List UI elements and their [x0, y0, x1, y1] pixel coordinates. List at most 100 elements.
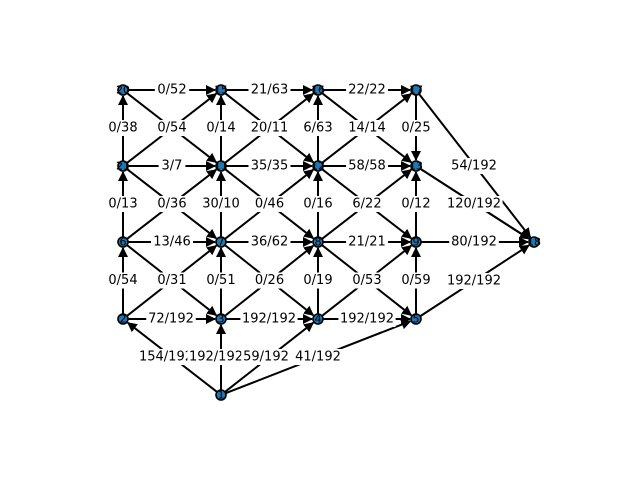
node-8: 8: [312, 236, 324, 249]
edge-label: 21/21: [348, 235, 385, 250]
edge-label-background: [154, 82, 190, 98]
edge-label-background: [248, 120, 291, 136]
edge-label: 0/38: [108, 121, 137, 136]
edge-label: 21/63: [251, 83, 288, 98]
edge-label-background: [248, 158, 291, 174]
edge-label: 0/53: [352, 273, 381, 288]
edge-label: 0/14: [206, 121, 235, 136]
node-circle: [410, 236, 422, 248]
edge-label-background: [449, 234, 499, 250]
edge-label-background: [300, 272, 336, 289]
node-16: 16: [311, 84, 325, 97]
edge-label: 41/192: [295, 350, 341, 365]
node-label: 12: [311, 160, 325, 173]
node-3: 3: [215, 313, 227, 326]
node-18: 18: [527, 236, 541, 249]
edge-label: 14/14: [348, 121, 385, 136]
edge-label: 72/192: [148, 312, 194, 327]
edge-label-background: [105, 120, 141, 136]
edge-label-background: [398, 272, 434, 289]
edge-label: 0/13: [108, 197, 137, 212]
node-4: 4: [312, 313, 324, 326]
node-12: 12: [311, 160, 325, 173]
edge-label-background: [203, 272, 239, 289]
edge-label-background: [248, 234, 291, 250]
edge-label: 80/192: [451, 235, 497, 250]
edge-label-background: [346, 158, 388, 174]
node-circle: [215, 313, 227, 325]
node-9: 9: [410, 236, 422, 249]
edge-label-background: [445, 196, 503, 212]
node-label: 15: [214, 84, 228, 97]
edge-label: 0/52: [157, 83, 186, 98]
node-5: 5: [410, 313, 422, 326]
edge-label-background: [241, 349, 291, 365]
edge-label-background: [349, 196, 385, 212]
edge-label: 0/19: [303, 273, 332, 288]
node-label: 5: [413, 313, 420, 326]
edge-label-background: [293, 349, 343, 365]
edge-label-background: [187, 349, 245, 365]
edge-label: 0/59: [401, 273, 430, 288]
edge-label: 192/192: [340, 312, 394, 327]
edge-label: 192/192: [189, 350, 243, 365]
node-21: 21: [116, 160, 130, 173]
edge-label-background: [300, 196, 336, 212]
node-7: 7: [215, 236, 227, 249]
edge-label-background: [154, 196, 190, 212]
node-label: 18: [527, 236, 541, 249]
node-2: 2: [117, 313, 129, 326]
edge-label: 22/22: [348, 83, 385, 98]
edge-label: 6/22: [352, 197, 381, 212]
edge-label-background: [137, 349, 195, 365]
edge-label: 192/192: [447, 274, 501, 289]
edge-label: 58/58: [348, 159, 385, 174]
node-label: 21: [116, 160, 130, 173]
node-11: 11: [214, 160, 228, 173]
edge-label-background: [346, 234, 388, 250]
edge-label-background: [338, 311, 396, 327]
node-circle: [528, 236, 540, 248]
edge-label-background: [240, 311, 298, 327]
node-label: 9: [413, 236, 420, 249]
node-circle: [312, 84, 324, 96]
node-circle: [117, 236, 129, 248]
node-circle: [117, 84, 129, 96]
edge-label: 154/192: [139, 350, 193, 365]
node-circle: [410, 84, 422, 96]
node-label: 11: [214, 160, 228, 173]
edge-label-background: [105, 272, 141, 289]
edge-label-background: [252, 196, 287, 212]
edge-label-background: [105, 196, 141, 212]
node-circle: [410, 313, 422, 325]
node-label: 8: [315, 236, 322, 249]
edge-label: 54/192: [451, 159, 497, 174]
edge-label: 35/35: [251, 159, 288, 174]
node-label: 20: [116, 84, 130, 97]
node-circle: [117, 160, 129, 172]
node-label: 16: [311, 84, 325, 97]
node-15: 15: [214, 84, 228, 97]
node-circle: [410, 160, 422, 172]
edge-label: 0/36: [157, 197, 186, 212]
edge-label: 36/62: [251, 235, 288, 250]
node-circle: [312, 236, 324, 248]
node-17: 17: [409, 84, 423, 97]
edge-label: 0/25: [401, 121, 430, 136]
node-circle: [215, 236, 227, 248]
edge-label-background: [248, 82, 291, 98]
edge-label-background: [346, 82, 388, 98]
node-circle: [215, 160, 227, 172]
node-6: 6: [117, 236, 129, 249]
edge-label: 0/31: [157, 273, 186, 288]
edge-label: 0/51: [206, 273, 235, 288]
edge-label: 59/192: [243, 350, 289, 365]
edge-label-background: [146, 311, 196, 327]
node-circle: [312, 160, 324, 172]
node-circle: [312, 313, 324, 325]
edge-label-background: [154, 120, 190, 136]
edge-label-background: [349, 272, 385, 289]
node-label: 13: [409, 160, 423, 173]
edge-label: 0/16: [303, 197, 332, 212]
